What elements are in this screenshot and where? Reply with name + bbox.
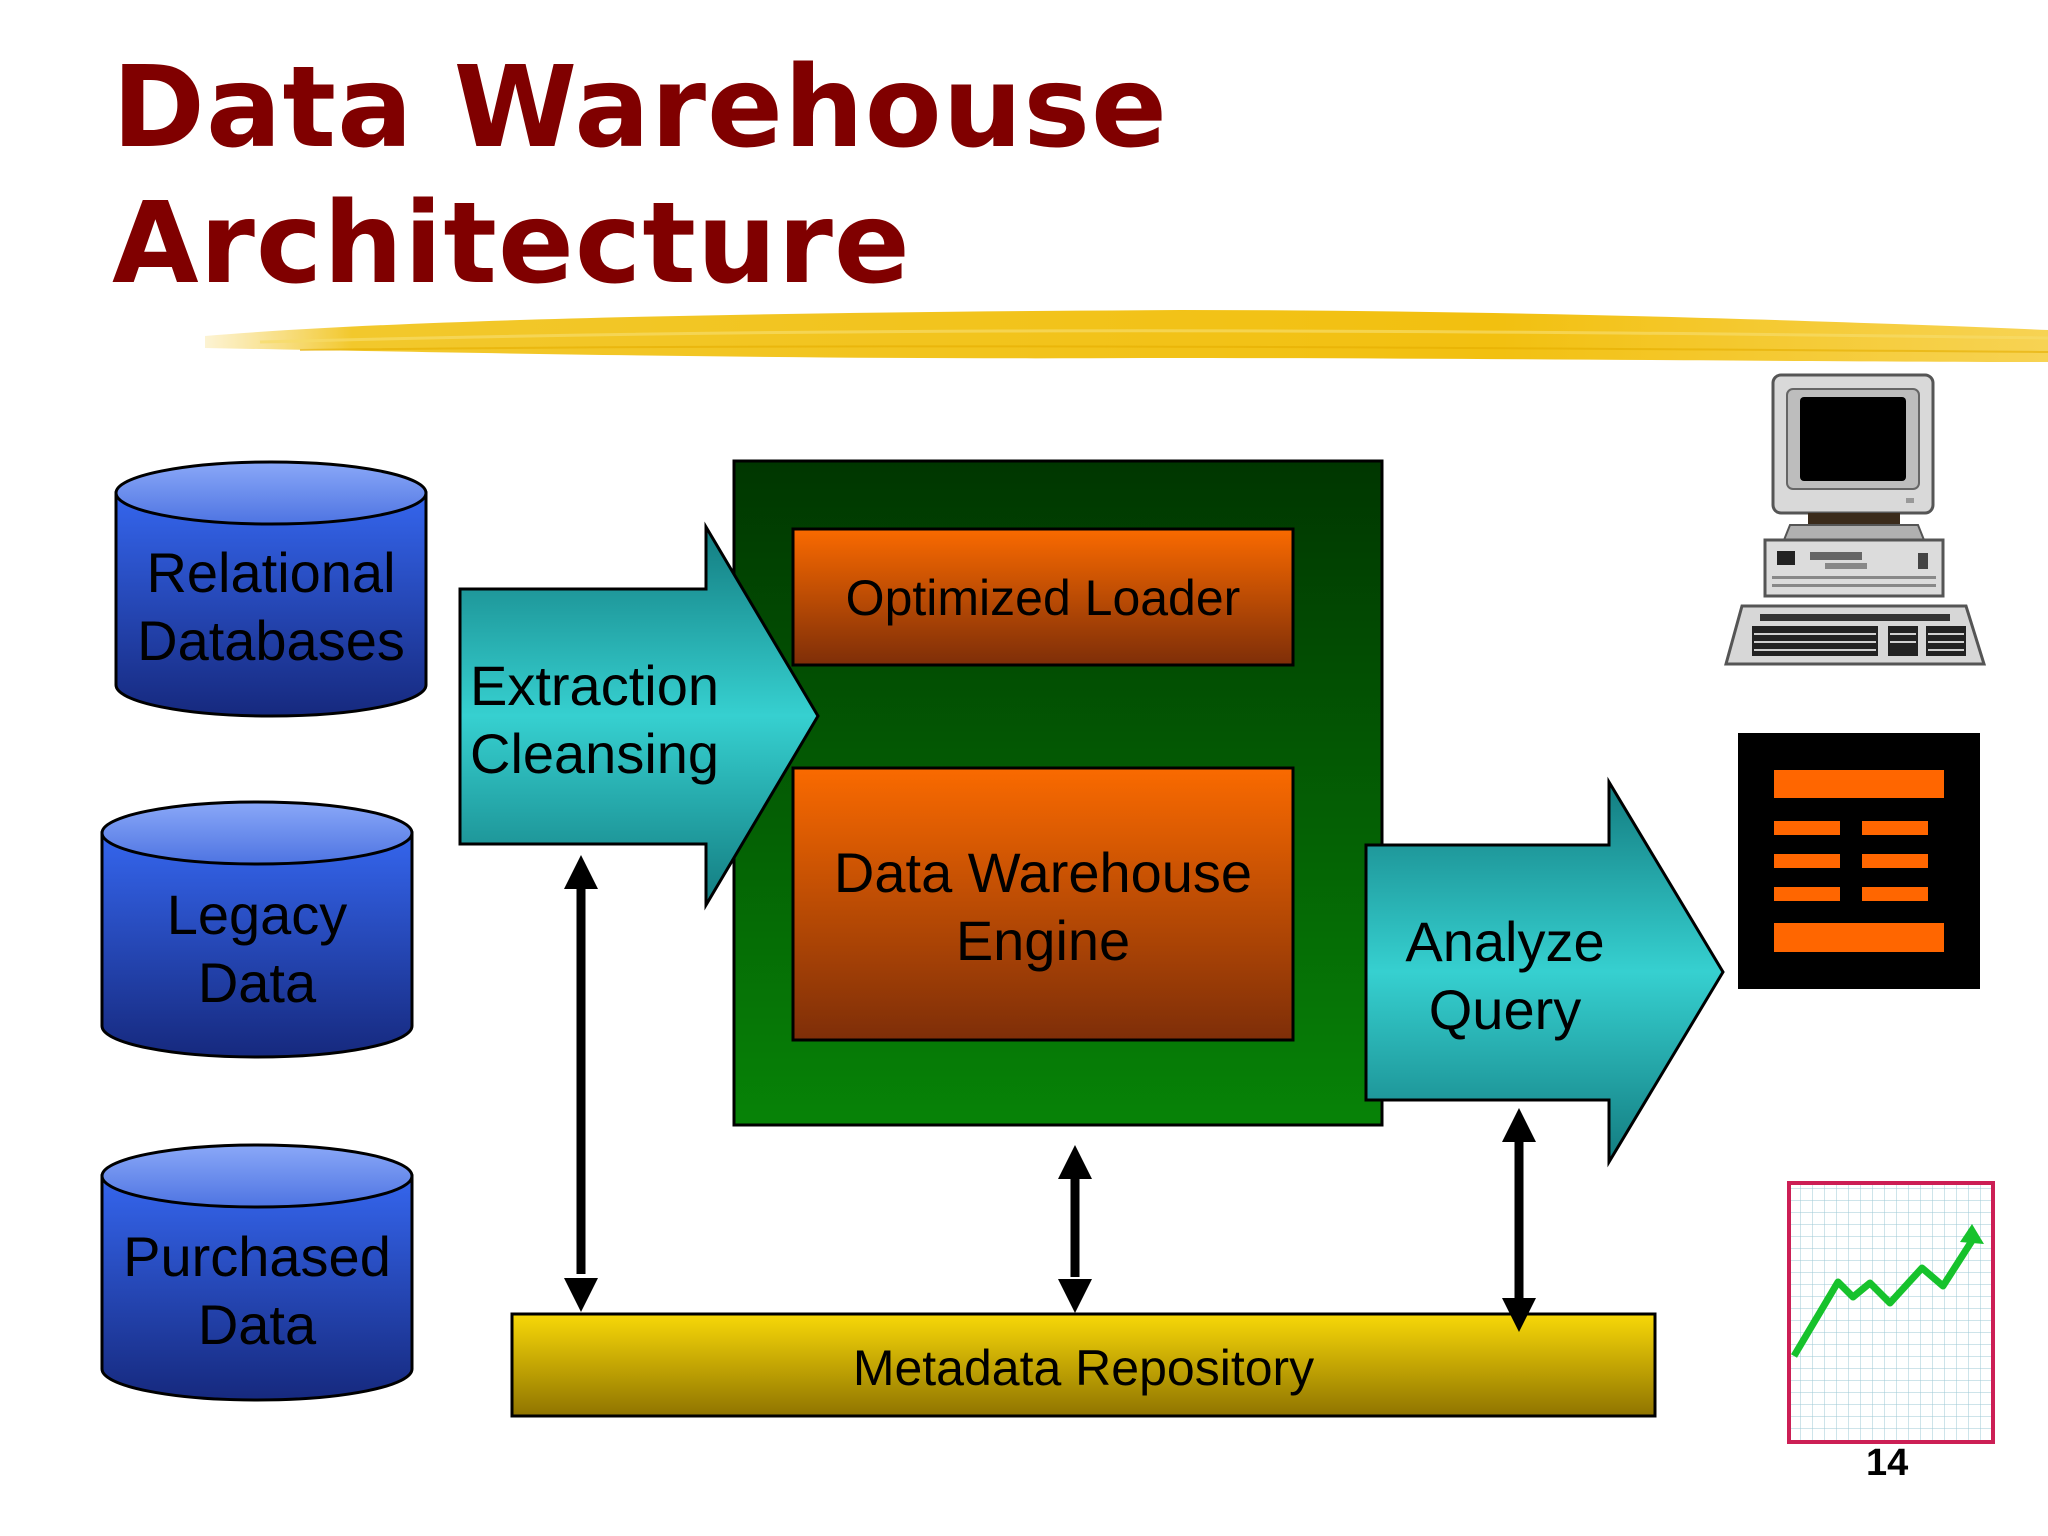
engine-label: Data Warehouse Engine xyxy=(833,841,1253,973)
source-label-relational: Relational Databases xyxy=(137,541,405,673)
source-label-purchased: Purchased Data xyxy=(123,1225,391,1357)
metadata-repository-bar xyxy=(510,1312,1657,1418)
cylinder-legacy-data xyxy=(100,800,414,1059)
extraction-label: Extraction Cleansing xyxy=(470,654,720,786)
source-label-legacy: Legacy Data xyxy=(166,883,348,1015)
analyze-arrow xyxy=(1364,776,1725,1168)
extraction-arrow xyxy=(458,521,820,911)
analyze-label: Analyze Query xyxy=(1405,910,1605,1042)
double-arrow-warehouse-metadata xyxy=(1058,1145,1092,1313)
page-title-line2: Architecture xyxy=(112,179,911,309)
page-title-line1: Data Warehouse xyxy=(112,43,1169,173)
report-document-icon xyxy=(1738,733,1980,989)
double-arrow-analyze-metadata xyxy=(1502,1108,1536,1332)
title-highlight-stroke xyxy=(205,310,2048,362)
page-number: 14 xyxy=(1866,1442,1909,1484)
optimized-loader-box xyxy=(791,527,1295,667)
optimized-loader-label: Optimized Loader xyxy=(845,570,1241,626)
desktop-computer-icon xyxy=(1724,373,1987,666)
growth-chart-icon xyxy=(1787,1181,1995,1444)
engine-box xyxy=(791,766,1295,1042)
metadata-repository-label: Metadata Repository xyxy=(852,1340,1315,1396)
double-arrow-extraction-metadata xyxy=(564,855,598,1312)
cylinder-relational-databases xyxy=(114,460,428,718)
cylinder-purchased-data xyxy=(100,1143,414,1402)
